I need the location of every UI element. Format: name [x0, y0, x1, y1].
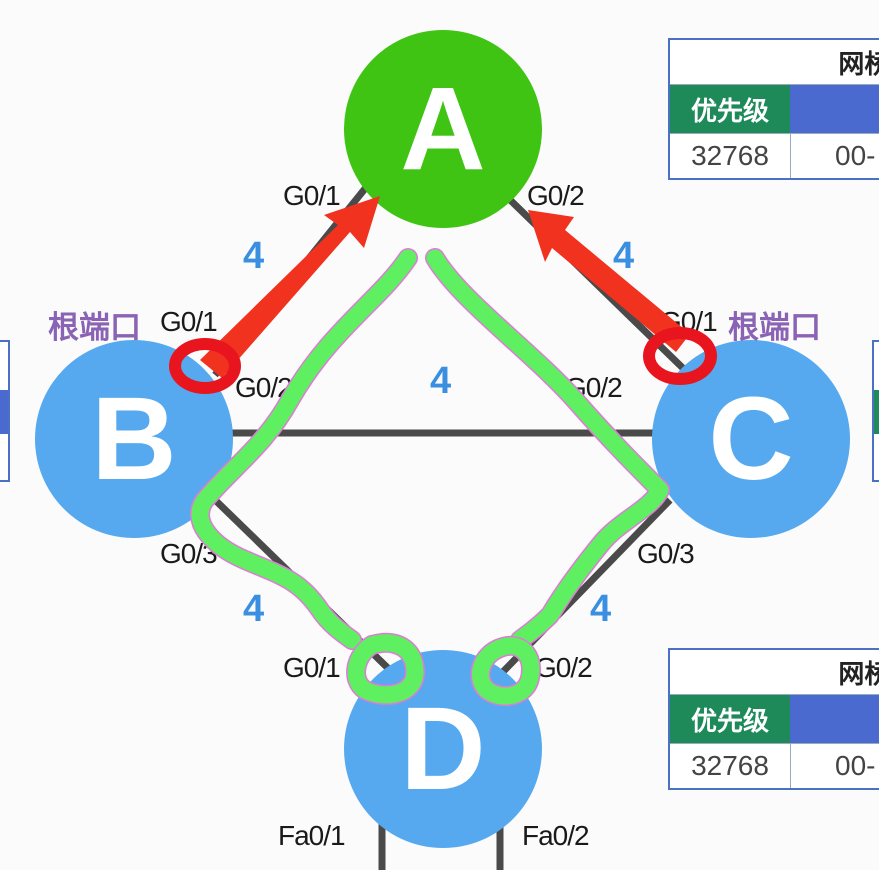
switch-a-label: A: [400, 63, 486, 195]
bridge-id-header: [790, 695, 879, 743]
mac-value: 00-: [835, 140, 876, 171]
port-d-fa02: Fa0/2: [522, 820, 590, 851]
port-b-g01: G0/1: [160, 306, 218, 337]
switch-d-label: D: [400, 683, 486, 815]
priority-value: 32768: [670, 744, 791, 788]
cost-a-b: 4: [243, 235, 265, 277]
root-port-circle-b-icon: [169, 338, 241, 394]
bridge-table-top: 网桥I 优先级 32768 00-: [668, 38, 879, 180]
bridge-table-bottom: 网桥I 优先级 32768 00-: [668, 648, 879, 790]
mac-value: 00-: [835, 750, 876, 781]
bridge-id-header: [790, 85, 879, 133]
cost-c-d: 4: [590, 588, 612, 630]
bridge-table-left-cropped: [0, 340, 10, 482]
red-arrow-c-to-a-icon: [528, 210, 690, 352]
cost-b-d: 4: [243, 588, 265, 630]
priority-header: 优先级: [670, 85, 790, 133]
bridge-table-header: 网桥I: [670, 650, 879, 695]
switch-a[interactable]: A: [344, 30, 542, 228]
port-c-g03: G0/3: [637, 538, 695, 569]
green-highlight-paths: [190, 248, 670, 706]
red-arrow-b-to-a-icon: [200, 196, 380, 378]
switch-d[interactable]: D: [344, 650, 542, 848]
switch-b-label: B: [91, 373, 177, 505]
bridge-table-header: 网桥I: [670, 40, 879, 85]
priority-header: 优先级: [670, 695, 790, 743]
priority-value: 32768: [670, 134, 791, 178]
root-port-label-b: 根端口: [48, 310, 141, 346]
switch-c-label: C: [708, 373, 794, 505]
bridge-table-right-cropped: [872, 340, 879, 482]
root-port-circle-c-icon: [643, 327, 717, 385]
port-d-fa01: Fa0/1: [278, 820, 346, 851]
cost-a-c: 4: [613, 235, 635, 277]
cost-b-c: 4: [430, 360, 452, 402]
port-a-g02: G0/2: [527, 180, 585, 211]
port-a-g01: G0/1: [283, 180, 341, 211]
root-port-label-c: 根端口: [728, 310, 821, 346]
port-d-g01: G0/1: [283, 652, 341, 683]
port-d-g02: G0/2: [535, 652, 593, 683]
